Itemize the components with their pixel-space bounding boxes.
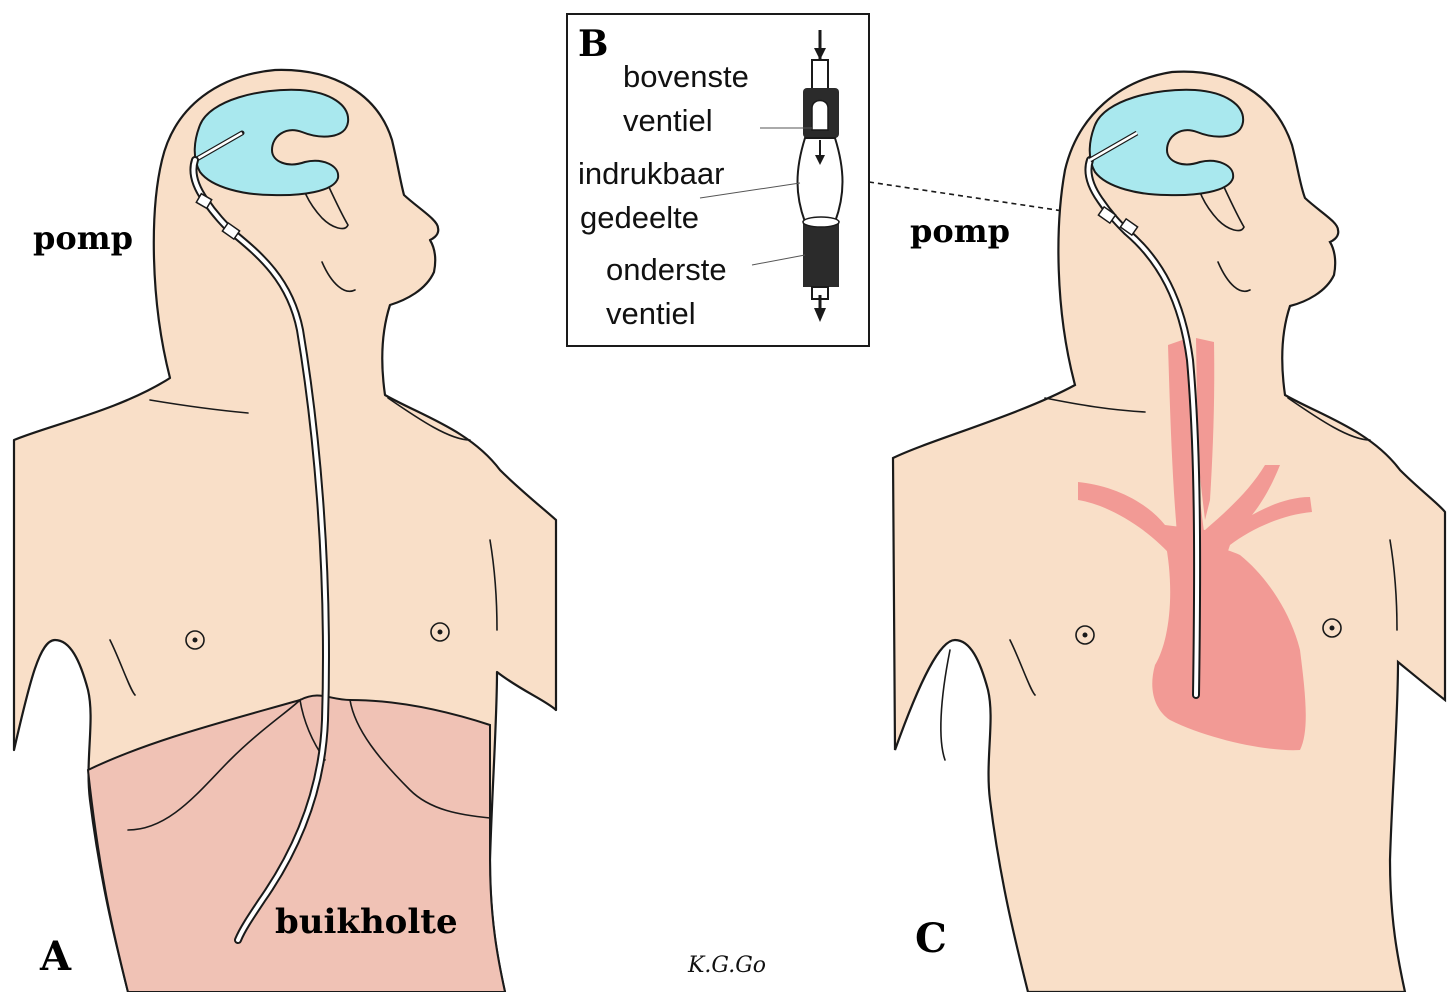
artist-signature: K.G.Go <box>687 953 766 978</box>
lower-valve <box>803 222 839 287</box>
panel-letter-b: B <box>578 23 608 65</box>
upper-valve-label-2: ventiel <box>623 103 713 138</box>
lower-valve-label-2: ventiel <box>606 296 696 331</box>
figure-c <box>893 72 1445 992</box>
upper-valve-label-1: bovenste <box>623 59 749 94</box>
cavity-label: buikholte <box>275 902 458 942</box>
compressible-label-2: gedeelte <box>580 200 699 235</box>
pump-label-c: pomp <box>910 212 1010 250</box>
panel-letter-a: A <box>39 933 72 980</box>
compressible-label-1: indrukbaar <box>578 156 724 191</box>
figure-a <box>14 70 556 992</box>
lower-valve-label-1: onderste <box>606 252 727 287</box>
panel-letter-c: C <box>915 915 947 962</box>
pump-label-a: pomp <box>33 219 133 257</box>
